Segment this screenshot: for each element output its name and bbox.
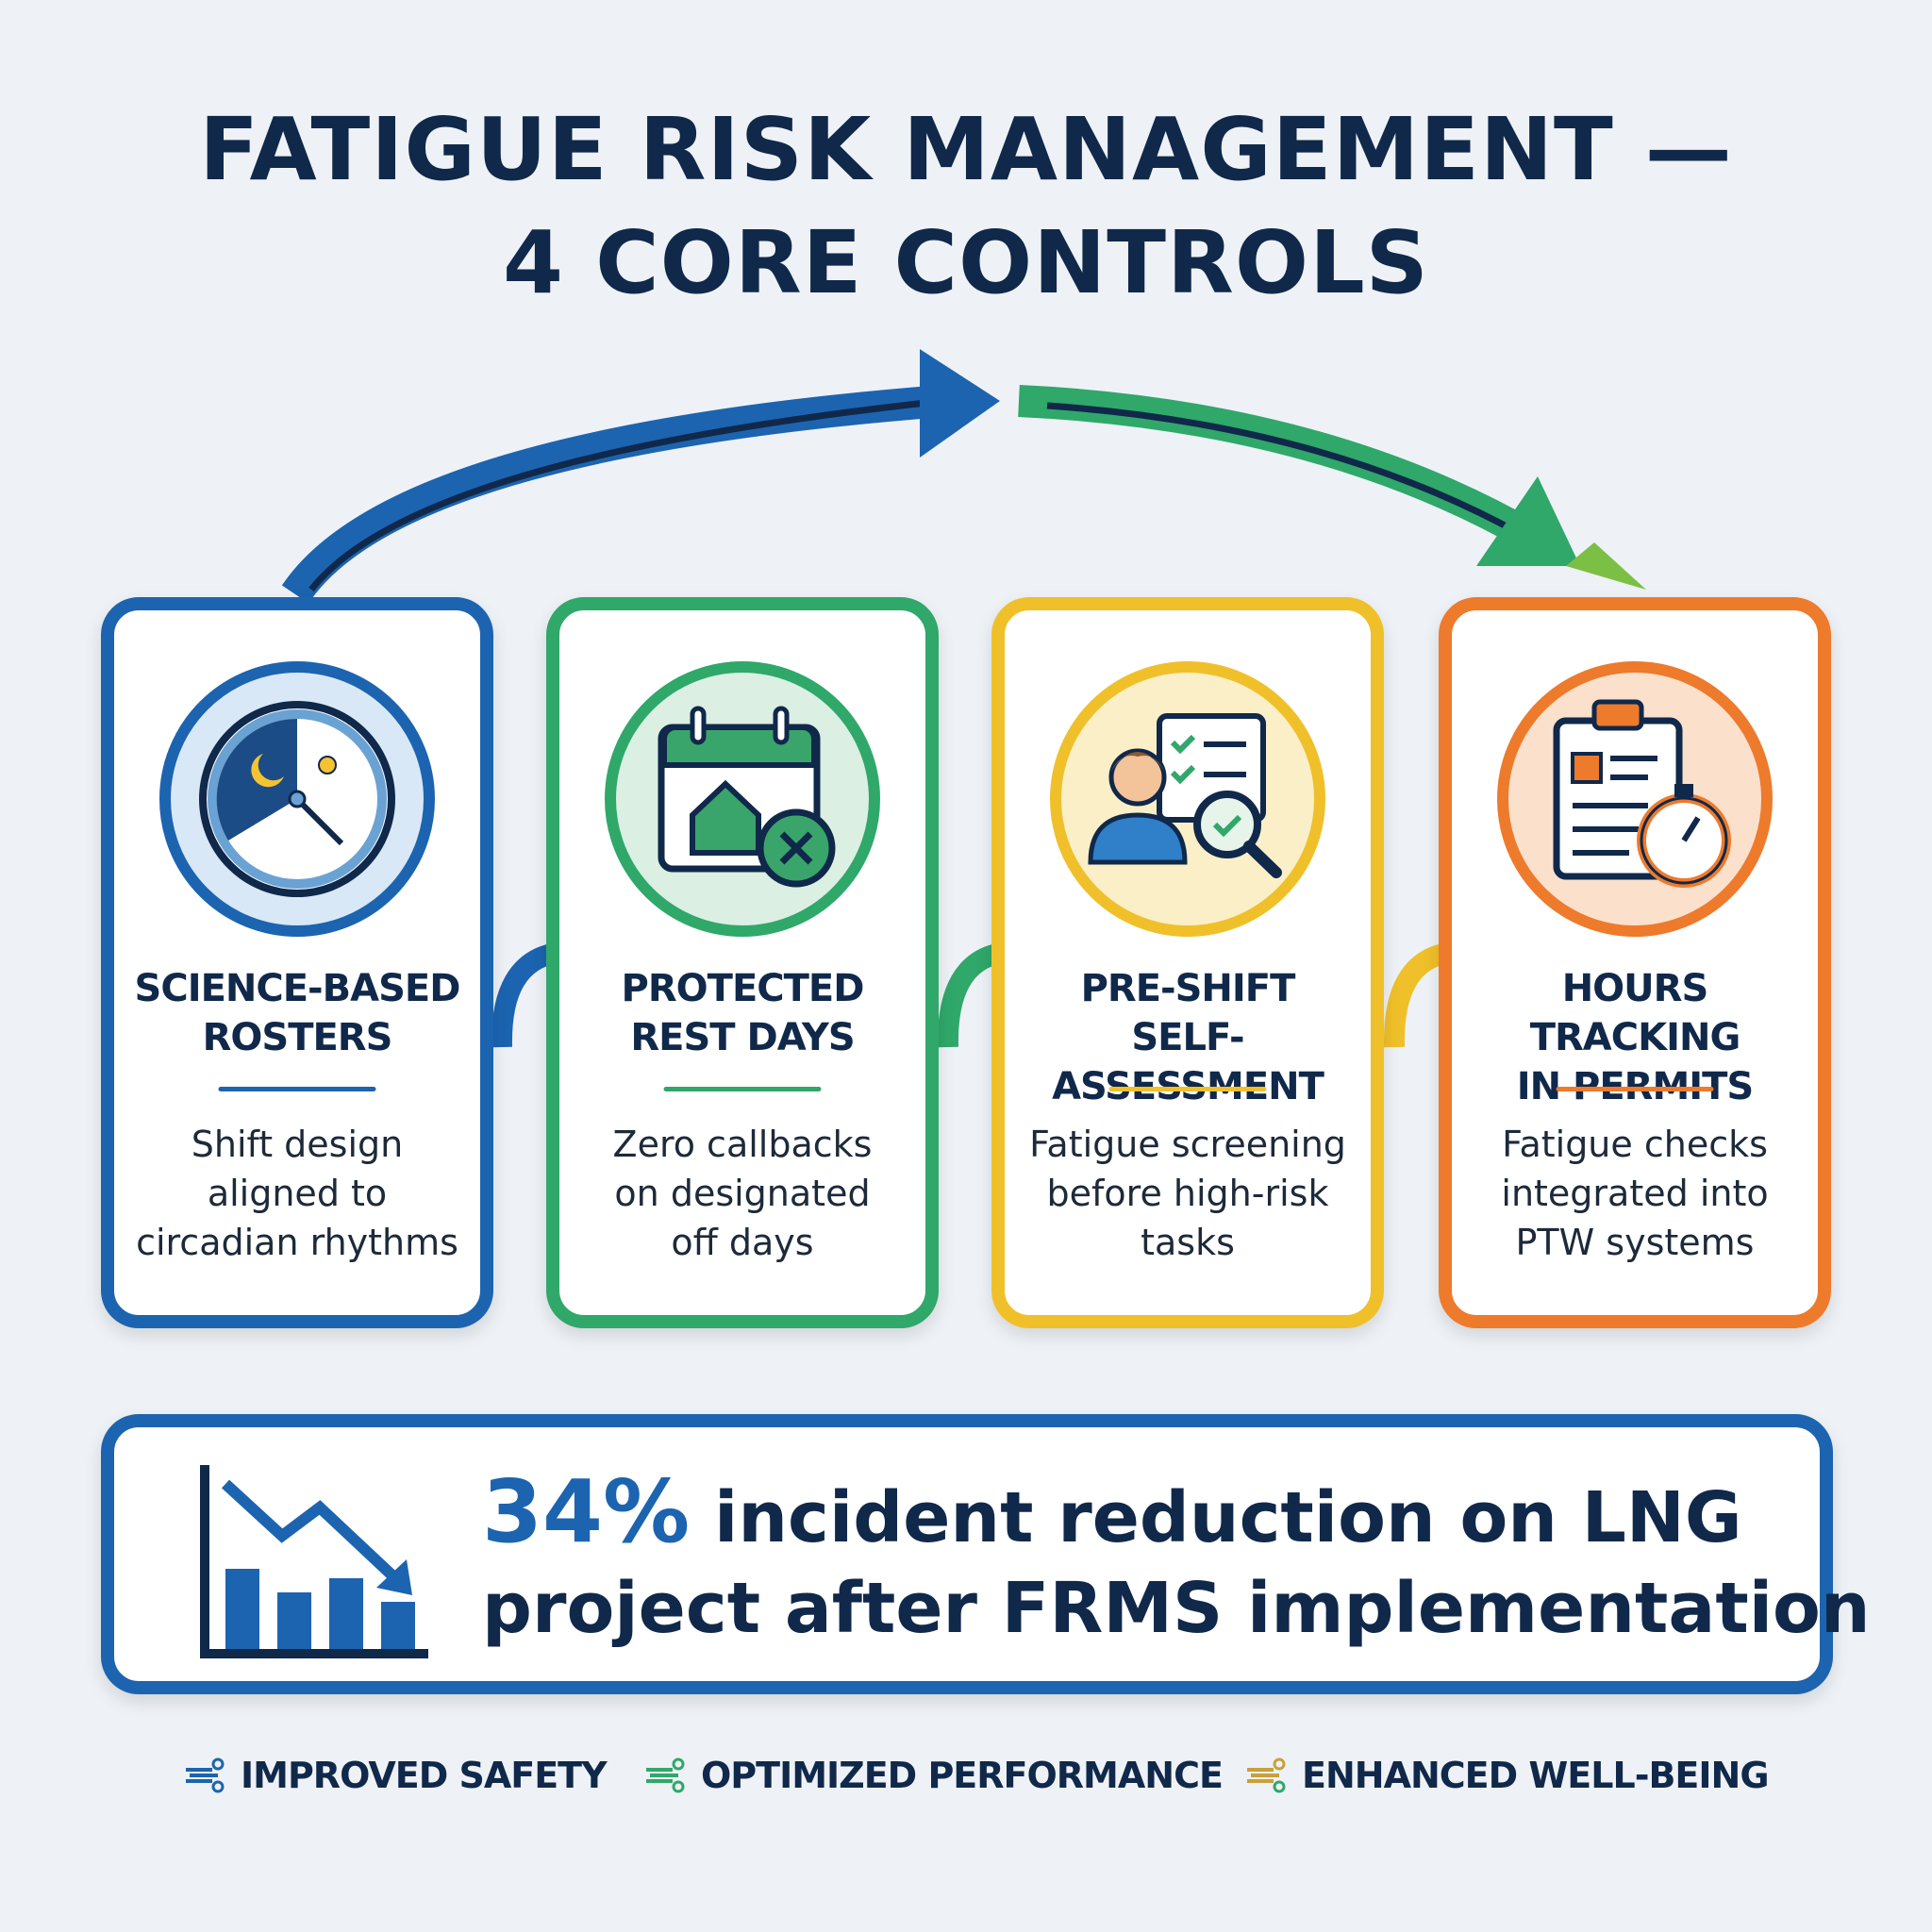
green-arc-arrow	[1018, 385, 1646, 590]
benefit-icon	[646, 1757, 685, 1793]
blue-arc-arrow	[281, 349, 1000, 604]
page-title-line1: FATIGUE RISK MANAGEMENT —	[199, 99, 1733, 200]
person-checklist-magnifier-icon	[1048, 659, 1327, 939]
clipboard-stopwatch-icon	[1495, 659, 1774, 939]
benefit-icon	[186, 1757, 225, 1793]
divider	[218, 1087, 376, 1091]
divider	[663, 1087, 822, 1091]
benefit-enhanced-well-being: ENHANCED WELL-BEING	[1245, 1755, 1770, 1796]
calendar-home-cancel-icon	[603, 659, 882, 939]
result-banner: 34% incident reduction on LNG project af…	[101, 1414, 1871, 1694]
divider	[1556, 1087, 1714, 1091]
divider	[1108, 1087, 1267, 1091]
benefit-optimized-performance: OPTIMIZED PERFORMANCE	[644, 1755, 1224, 1796]
page-title-line2: 4 CORE CONTROLS	[503, 212, 1429, 313]
declining-bar-chart-icon	[200, 1465, 428, 1658]
benefit-icon	[1247, 1757, 1286, 1793]
incident-reduction-percent: 34%	[482, 1461, 691, 1562]
clock-day-night-icon	[158, 659, 437, 939]
benefit-improved-safety: IMPROVED SAFETY	[184, 1755, 608, 1796]
result-statement: 34% incident reduction on LNG project af…	[482, 1461, 1871, 1650]
